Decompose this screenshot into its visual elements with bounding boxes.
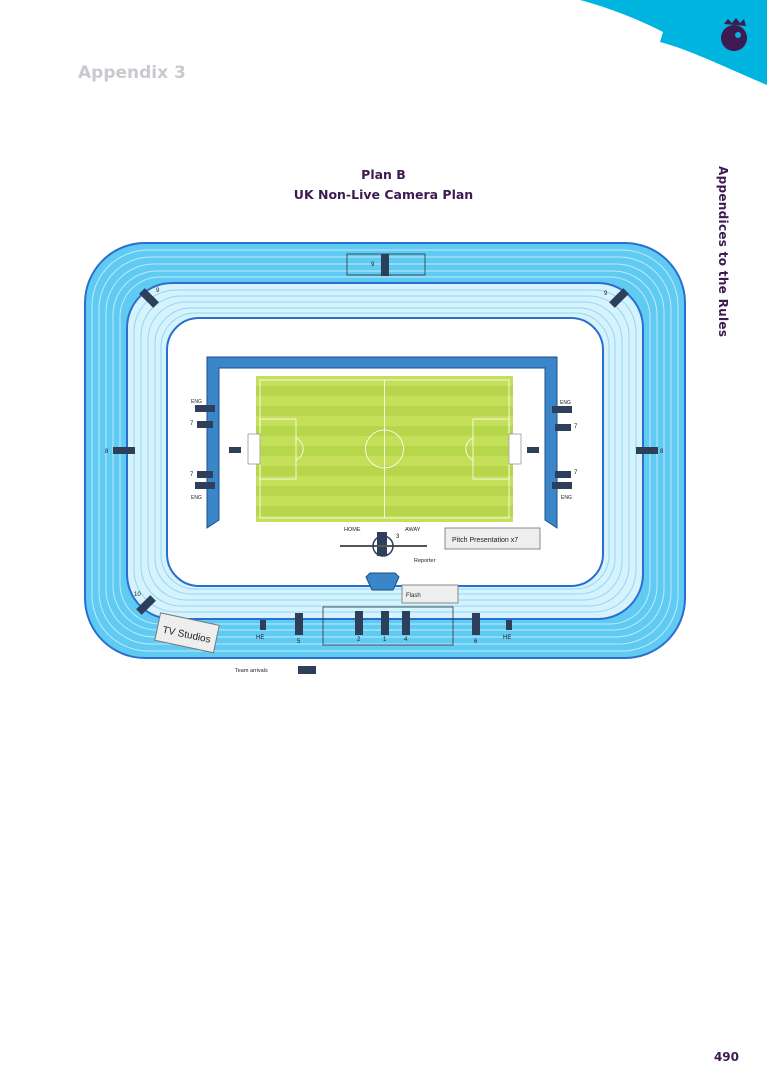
appendix-heading: Appendix 3 [78, 63, 186, 83]
svg-text:ENG: ENG [191, 399, 202, 405]
camera-label: 8 [660, 449, 664, 455]
camera-icon [197, 421, 213, 428]
camera-icon [381, 611, 389, 635]
camera-icon [195, 405, 215, 412]
camera-icon [260, 620, 266, 630]
camera-icon [195, 482, 215, 489]
pitch-surround [206, 356, 558, 529]
camera-icon [381, 254, 389, 276]
svg-text:HOME: HOME [344, 527, 361, 533]
svg-text:Pitch Presentation x7: Pitch Presentation x7 [452, 537, 518, 544]
svg-text:HE: HE [503, 635, 511, 641]
plan-title: Plan B UK Non-Live Camera Plan [0, 165, 767, 205]
page-number: 490 [713, 1050, 739, 1064]
svg-text:AWAY: AWAY [405, 527, 421, 533]
camera-icon [472, 613, 480, 635]
svg-text:3: 3 [396, 534, 400, 540]
tv-studios-box: TV Studios [154, 612, 220, 654]
camera-icon [377, 532, 387, 556]
svg-text:Flash: Flash [406, 593, 421, 599]
svg-text:7: 7 [574, 424, 578, 430]
camera-icon [555, 424, 571, 431]
camera-icon [402, 611, 410, 635]
svg-text:HE: HE [256, 635, 264, 641]
camera-icon [555, 471, 571, 478]
camera-icon [355, 611, 363, 635]
camera-label: 9 [604, 291, 608, 297]
camera-icon [552, 406, 572, 413]
camera-icon [298, 666, 316, 674]
camera-icon [136, 595, 156, 615]
tunnel [365, 572, 400, 591]
svg-text:6: 6 [474, 639, 478, 645]
camera-icon [506, 620, 512, 630]
camera-icon [197, 471, 213, 478]
camera-icon [139, 288, 159, 308]
corner-banner [580, 0, 767, 85]
svg-text:10: 10 [134, 592, 141, 598]
svg-text:7: 7 [574, 470, 578, 476]
camera-label: 8 [105, 449, 109, 455]
svg-text:Team arrivals: Team arrivals [235, 668, 268, 674]
flash-box [401, 584, 459, 604]
goal-left [247, 433, 261, 465]
camera-icon [636, 447, 658, 454]
premier-league-lion-logo [721, 18, 747, 51]
camera-icon [229, 447, 241, 453]
camera-label: 9 [156, 288, 160, 294]
svg-text:ENG: ENG [191, 495, 202, 501]
plan-subtitle: UK Non-Live Camera Plan [293, 187, 474, 202]
svg-text:7: 7 [190, 421, 194, 427]
svg-text:2: 2 [357, 637, 361, 643]
camera-label: 9 [371, 262, 375, 268]
camera-icon [113, 447, 135, 454]
svg-text:Reporter: Reporter [414, 558, 436, 564]
svg-text:ENG: ENG [561, 495, 572, 501]
camera-icon [527, 447, 539, 453]
camera-icon [295, 613, 303, 635]
svg-text:5: 5 [297, 639, 301, 645]
svg-text:ENG: ENG [560, 400, 571, 406]
football-pitch [247, 376, 522, 522]
svg-text:1: 1 [383, 637, 387, 643]
svg-text:7: 7 [190, 472, 194, 478]
pitch-presentation-box [444, 527, 541, 550]
plan-name: Plan B [361, 167, 406, 182]
section-side-label: Appendices to the Rules [716, 166, 730, 338]
camera-icon [552, 482, 572, 489]
goal-right [508, 433, 522, 465]
camera-icon [609, 288, 629, 308]
svg-text:4: 4 [404, 637, 408, 643]
